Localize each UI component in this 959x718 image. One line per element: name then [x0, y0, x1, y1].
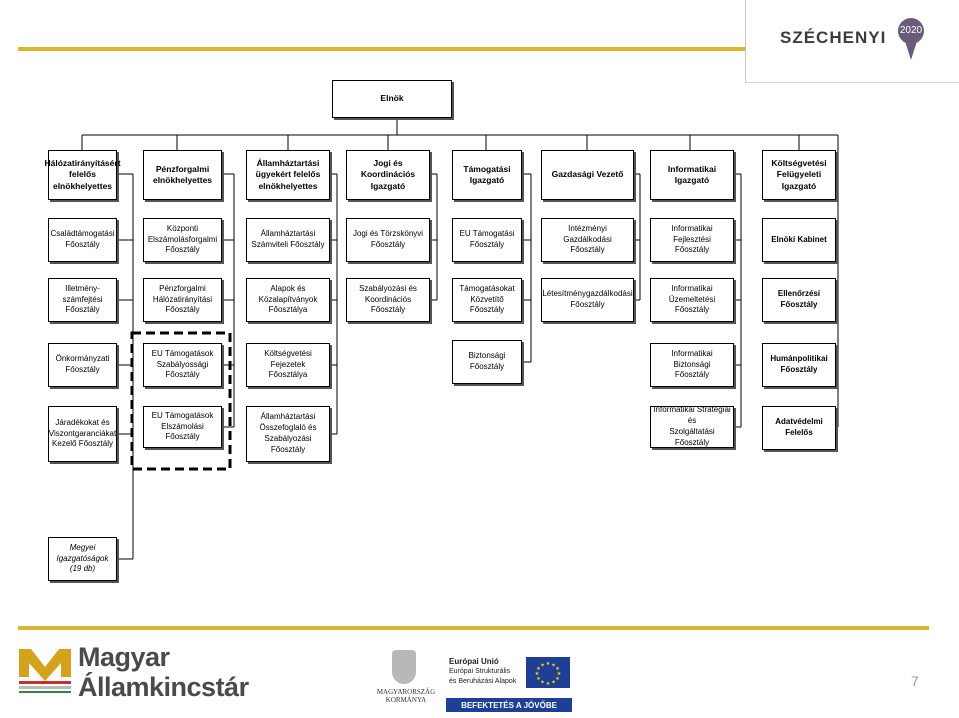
szechenyi-2020-logo: SZÉCHENYI 2020	[745, 0, 959, 83]
footer-gold-line	[18, 626, 929, 630]
page-number: 7	[911, 673, 919, 689]
unit-box: Jogi és Törzskönyvi Főosztály	[346, 218, 430, 262]
unit-box: Államháztartási Számviteli Főosztály	[246, 218, 330, 262]
eu-slogan-banner: BEFEKTETÉS A JÖVŐBE	[446, 698, 572, 712]
svg-text:★: ★	[535, 671, 540, 677]
unit-box: Informatikai Üzemeltetési Főosztály	[650, 278, 734, 322]
header-it-director: Informatikai Igazgató	[650, 150, 734, 200]
logo-line-2: Államkincstár	[78, 672, 249, 702]
header-public-finance-deputy: Államháztartási ügyekért felelős elnökhe…	[246, 150, 330, 200]
svg-text:★: ★	[555, 666, 560, 672]
hungarian-crest-icon	[392, 650, 416, 684]
unit-box: Központi Elszámolásforgalmi Főosztály	[143, 218, 222, 262]
svg-text:★: ★	[555, 676, 560, 682]
header-network-deputy: Hálózatirányításért felelős elnökhelyett…	[44, 150, 121, 200]
svg-text:★: ★	[546, 661, 551, 667]
szechenyi-logo-text: SZÉCHENYI	[780, 28, 887, 47]
svg-text:★: ★	[551, 680, 556, 686]
logo-line-1: Magyar	[78, 642, 170, 672]
eu-line-3: és Beruházási Alapok	[449, 678, 517, 685]
eu-flag-icon: ★★★ ★★★ ★★★ ★★★	[526, 657, 570, 688]
unit-box: Önkormányzati Főosztály	[48, 343, 117, 387]
unit-box: Intézményi Gazdálkodási Főosztály	[541, 218, 634, 262]
unit-box: Családtámogatási Főosztály	[48, 218, 117, 262]
unit-box: Illetmény-számfejtési Főosztály	[48, 278, 117, 322]
svg-text:★: ★	[551, 663, 556, 669]
magyar-allamkincstar-wordmark: Magyar Államkincstár	[78, 642, 249, 702]
header-economic-director: Gazdasági Vezető	[541, 150, 634, 200]
unit-box: Szabályozási és Koordinációs Főosztály	[346, 278, 430, 322]
unit-box-audit: Ellenőrzési Főosztály	[762, 278, 836, 322]
svg-text:★: ★	[540, 663, 545, 669]
svg-text:★: ★	[536, 676, 541, 682]
eu-line-1: Európai Unió	[449, 657, 499, 666]
unit-box: Költségvetési Fejezetek Főosztálya	[246, 343, 330, 387]
unit-box: Támogatásokat Közvetítő Főosztály	[452, 278, 522, 322]
unit-box-data-protection: Adatvédelmi Felelős	[762, 406, 836, 450]
unit-box: EU Támogatási Főosztály	[452, 218, 522, 262]
eu-line-2: Európai Strukturális	[449, 668, 511, 675]
svg-text:★: ★	[540, 680, 545, 686]
header-support-director: Támogatási Igazgató	[452, 150, 522, 200]
map-pin-head	[898, 18, 924, 44]
unit-box-hr: Humánpolitikai Főosztály	[762, 343, 836, 387]
unit-box: Államháztartási Összefoglaló és Szabályo…	[246, 406, 330, 462]
svg-text:★: ★	[546, 681, 551, 687]
svg-text:★: ★	[536, 666, 541, 672]
unit-box: Létesítménygazdálkodási Főosztály	[541, 278, 634, 322]
regional-offices-box: Megyei Igazgatóságok (19 db)	[48, 537, 117, 581]
unit-box: Járadékokat és Viszontgaranciákat Kezelő…	[48, 406, 117, 462]
szechenyi-year: 2020	[899, 25, 923, 36]
header-legal-director: Jogi és Koordinációs Igazgató	[346, 150, 430, 200]
header-gold-line	[18, 47, 745, 51]
header-payments-deputy: Pénzforgalmi elnökhelyettes	[143, 150, 222, 200]
unit-box: Pénzforgalmi Hálózatirányítási Főosztály	[143, 278, 222, 322]
unit-box: Biztonsági Főosztály	[452, 340, 522, 384]
president-box: Elnök	[332, 80, 452, 118]
crest-caption: MAGYARORSZÁG KORMÁNYA	[376, 688, 436, 704]
eu-fund-caption: Európai Unió Európai Strukturális és Ber…	[449, 657, 516, 687]
eu-highlight-dashed-frame	[130, 331, 232, 471]
unit-box: Alapok és Közalapítványok Főosztálya	[246, 278, 330, 322]
unit-box: Informatikai Biztonsági Főosztály	[650, 343, 734, 387]
unit-box: Informatikai Stratégiai és Szolgáltatási…	[650, 405, 734, 448]
unit-box-eu-regularity: EU Támogatások Szabályossági Főosztály	[143, 343, 222, 387]
magyar-allamkincstar-logo-icon	[19, 649, 71, 693]
unit-box-presidential-cabinet: Elnöki Kabinet	[762, 218, 836, 262]
unit-box: Informatikai Fejlesztési Főosztály	[650, 218, 734, 262]
header-budget-supervision-director: Költségvetési Felügyeleti Igazgató	[762, 150, 836, 200]
unit-box-eu-settlement: EU Támogatások Elszámolási Főosztály	[143, 406, 222, 448]
svg-text:★: ★	[557, 671, 562, 677]
